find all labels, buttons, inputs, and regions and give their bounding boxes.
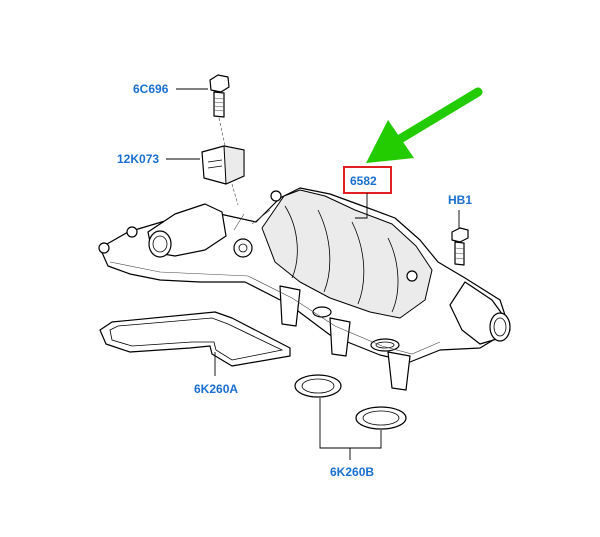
gasket-a: [99, 311, 291, 367]
part-label-manifold: 6582: [350, 174, 377, 188]
intake-manifold: [98, 187, 511, 391]
bolt-part: [209, 74, 230, 118]
gasket-b-leader: [319, 398, 382, 449]
part-label-gasket-b: 6K260B: [330, 465, 374, 479]
manifold-leader: [355, 193, 368, 219]
bolt-axis: [218, 117, 227, 151]
part-label-hose-bolt: HB1: [448, 193, 472, 207]
sensor-axis: [231, 183, 239, 206]
hose-bolt-part: [451, 227, 469, 266]
part-label-sensor: 12K073: [117, 152, 159, 166]
green-arrow-icon: [366, 87, 483, 163]
part-label-gasket-a: 6K260A: [194, 382, 238, 396]
part-label-bolt: 6C696: [133, 82, 169, 96]
gasket-b-pair: [294, 374, 407, 430]
sensor-part: [201, 145, 245, 185]
manifold-highlight-box: [343, 166, 392, 194]
